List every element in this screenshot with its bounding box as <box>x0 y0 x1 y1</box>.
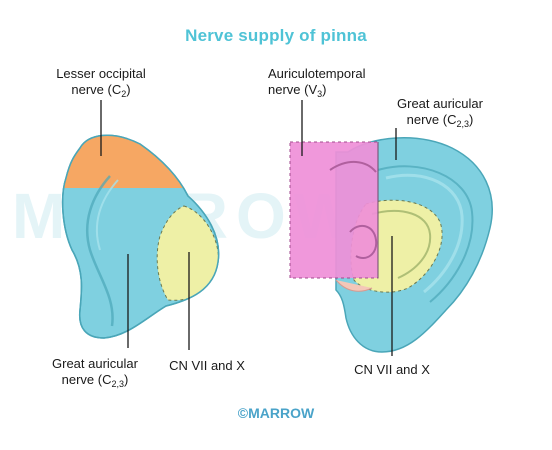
left-ear <box>61 134 220 339</box>
label-auriculotemporal-end: ) <box>322 82 327 97</box>
label-cn-left: CN VII and X <box>169 358 245 373</box>
label-great-auricular-right-line1: Great auricular <box>397 96 483 111</box>
label-great-auricular-left-line1: Great auricular <box>52 356 138 371</box>
left-cn-region <box>156 205 219 301</box>
label-great-auricular-right-sub: 2,3 <box>456 119 470 129</box>
label-great-auricular-right-line2: nerve (C <box>406 112 457 127</box>
label-lesser-occipital: Lesser occipital nerve (C2) <box>36 66 166 102</box>
label-great-auricular-left-line2: nerve (C <box>61 372 112 387</box>
page-title: Nerve supply of pinna <box>185 26 367 45</box>
right-auriculotemporal-region <box>289 141 379 279</box>
label-lesser-occipital-sub: 2 <box>121 89 127 99</box>
label-auriculotemporal: Auriculotemporal nerve (V3) <box>268 66 398 102</box>
label-lesser-occipital-line2: nerve (C <box>71 82 122 97</box>
label-great-auricular-right: Great auricular nerve (C2,3) <box>380 96 500 132</box>
label-great-auricular-left: Great auricular nerve (C2,3) <box>30 356 160 392</box>
label-auriculotemporal-sub: 3 <box>317 89 323 99</box>
label-lesser-occipital-end: ) <box>126 82 131 97</box>
label-auriculotemporal-line2: nerve (V <box>268 82 318 97</box>
label-lesser-occipital-line1: Lesser occipital <box>56 66 146 81</box>
label-great-auricular-right-end: ) <box>469 112 474 127</box>
label-cn-right: CN VII and X <box>354 362 430 377</box>
label-great-auricular-left-end: ) <box>124 372 129 387</box>
brand-logo: ©MARROW <box>237 405 315 421</box>
label-auriculotemporal-line1: Auriculotemporal <box>268 66 366 81</box>
right-ear <box>289 137 493 353</box>
left-lesser-occipital-region <box>62 135 219 188</box>
label-great-auricular-left-sub: 2,3 <box>111 379 125 389</box>
